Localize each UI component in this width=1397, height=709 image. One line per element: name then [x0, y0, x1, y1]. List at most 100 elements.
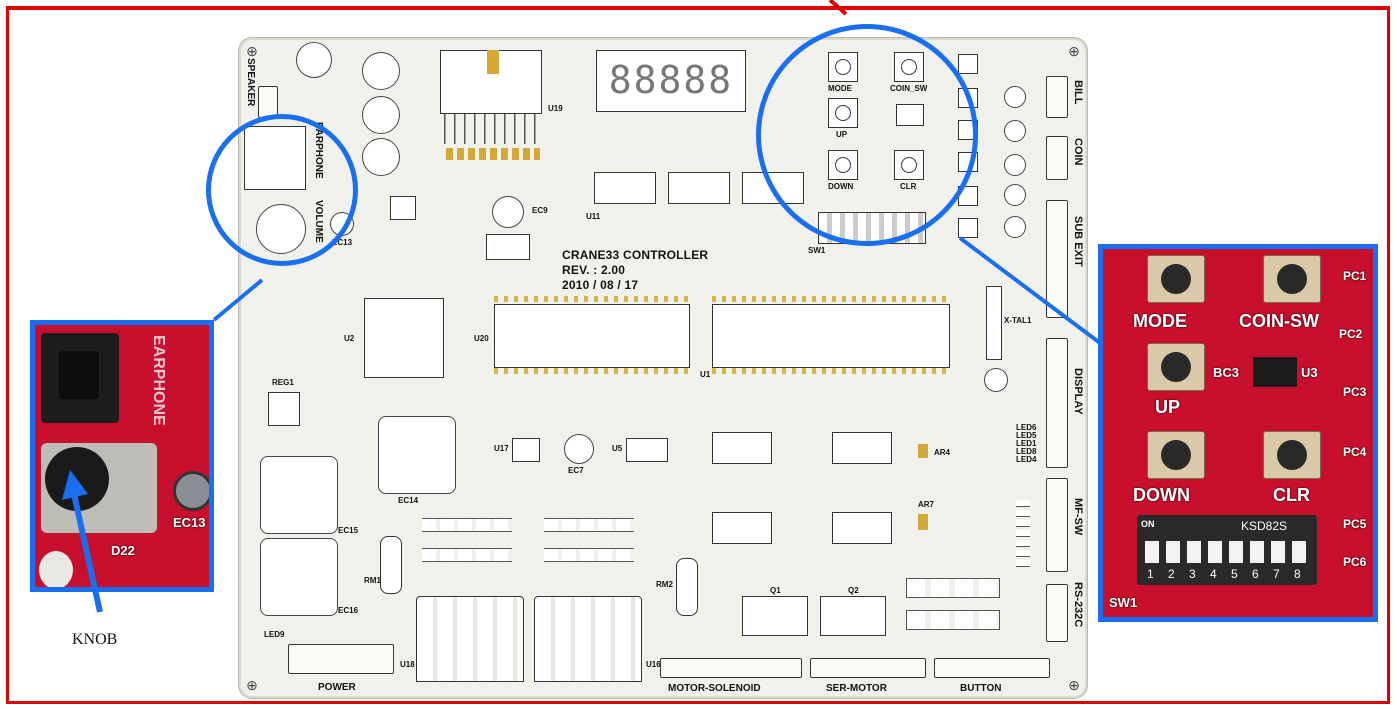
earphone-jack-opening	[59, 351, 99, 399]
pc6-part	[958, 218, 978, 238]
ic-u19-pads	[446, 148, 540, 160]
ic-u14	[712, 512, 772, 544]
seven-segment-display: 88888	[596, 50, 746, 112]
zoom-pc3-label: PC3	[1343, 385, 1367, 399]
capacitor-ec19	[1004, 120, 1026, 142]
zoom-pc1-label: PC1	[1343, 269, 1367, 283]
diode-row-d13-d12	[544, 518, 634, 532]
zoom-d22-label: D22	[111, 543, 135, 558]
u18-label: U18	[400, 660, 415, 669]
zoom-coin-sw-label: COIN-SW	[1239, 311, 1319, 331]
dip-toggle-5	[1229, 541, 1243, 563]
highlight-circle-volume	[206, 114, 358, 266]
down-switch-closeup	[1147, 431, 1205, 479]
speaker-connector	[258, 86, 278, 118]
ic-u10	[712, 432, 772, 464]
regulator-reg1	[268, 392, 300, 426]
power-connector	[288, 644, 394, 674]
reg1-label: REG1	[272, 378, 294, 387]
ic-u4	[486, 234, 530, 260]
display-connector	[1046, 338, 1068, 468]
zoom-down-label: DOWN	[1133, 485, 1190, 505]
ser-motor-label: SER-MOTOR	[826, 683, 887, 694]
dip-toggle-3	[1187, 541, 1201, 563]
motor-solenoid-connector	[660, 658, 802, 678]
dip-toggle-2	[1166, 541, 1180, 563]
resistor-rm2	[676, 558, 698, 616]
diode-row-d17-d8	[544, 548, 634, 562]
capacitor-ec28	[984, 368, 1008, 392]
rm2-label: RM2	[656, 580, 673, 589]
coin-label: COIN	[1072, 138, 1084, 166]
ic-u19-tab	[487, 50, 499, 74]
ic-u20	[494, 304, 690, 368]
dip-on-label: ON	[1141, 519, 1155, 529]
dip-toggle-1	[1145, 541, 1159, 563]
zoom-bc3-label: BC3	[1213, 365, 1240, 380]
u20-label: U20	[474, 334, 489, 343]
bill-connector	[1046, 76, 1068, 118]
x-tal1-label: X-TAL1	[1004, 316, 1032, 325]
ar7-pad	[918, 514, 928, 530]
ic-u5	[626, 438, 668, 462]
ec16-label: EC16	[338, 606, 359, 615]
capacitor-ec22	[1004, 216, 1026, 238]
mount-hole-icon: ⊕	[1068, 43, 1080, 59]
zoom-pc6-label: PC6	[1343, 555, 1367, 569]
q1-label: Q1	[770, 586, 781, 595]
capacitor-ec10	[362, 52, 400, 90]
knob-callout-label: KNOB	[72, 631, 118, 648]
u2-label: U2	[344, 334, 355, 343]
zoom-panel-left: EARPHONE EC13 D22	[30, 320, 214, 592]
capacitor-ec12	[362, 138, 400, 176]
u1-top-pins	[712, 296, 948, 302]
led-column	[1016, 500, 1030, 570]
u17-label: U17	[494, 444, 509, 453]
ic-u13-top	[668, 172, 730, 204]
dip-number-4: 4	[1210, 567, 1217, 581]
up-switch-closeup	[1147, 343, 1205, 391]
zoom-u3-label: U3	[1301, 365, 1318, 380]
capacitor-row-ec33-ec6	[906, 578, 1000, 598]
board-revision: REV. : 2.00	[562, 263, 626, 277]
dip-brand-label: KSD82S	[1241, 519, 1288, 533]
mount-hole-icon: ⊕	[246, 43, 258, 59]
u16-label: U16	[646, 660, 661, 669]
ic-u2-qfp	[364, 298, 444, 378]
mf-sw-connector	[1046, 478, 1068, 572]
diode-row-d11-d2	[422, 518, 512, 532]
button-connector	[934, 658, 1050, 678]
rm1-label: RM1	[364, 576, 381, 585]
button-label: BUTTON	[960, 683, 1002, 694]
dip-toggle-8	[1292, 541, 1306, 563]
outer-red-frame	[6, 6, 1390, 704]
ar4-pad	[918, 444, 928, 458]
zoom-pc2-label: PC2	[1339, 327, 1363, 341]
diode-row-d15-d6	[422, 548, 512, 562]
ar7-label: AR7	[918, 500, 935, 509]
dip-number-3: 3	[1189, 567, 1196, 581]
heatsink-u16	[534, 596, 642, 682]
ic-u11	[594, 172, 656, 204]
zoom-mode-label: MODE	[1133, 311, 1187, 331]
capacitor-ec13-closeup	[173, 471, 209, 511]
rs232c-connector	[1046, 584, 1068, 642]
capacitor-closeup	[39, 551, 73, 587]
zoom-earphone-label: EARPHONE	[150, 335, 167, 426]
capacitor-ec15	[260, 456, 338, 534]
capacitor-ec18	[1004, 86, 1026, 108]
ic-u19-legs	[444, 114, 540, 144]
ec15-label: EC15	[338, 526, 359, 535]
mount-hole-icon: ⊕	[1068, 677, 1080, 693]
coin-sw-switch-closeup	[1263, 255, 1321, 303]
motor-solenoid-label: MOTOR-SOLENOID	[668, 683, 761, 694]
display-label: DISPLAY	[1072, 368, 1084, 415]
ic-u1	[712, 304, 950, 368]
u3-chip-closeup	[1253, 357, 1297, 387]
led-labels: LED6 LED5 LED1 LED8 LED4	[1016, 423, 1037, 464]
speaker-label: SPEAKER	[245, 58, 256, 107]
ic-u17	[512, 438, 540, 462]
highlight-circle-buttons	[756, 24, 978, 246]
capacitor-ec14	[378, 416, 456, 494]
ec14-label: EC14	[398, 496, 419, 505]
